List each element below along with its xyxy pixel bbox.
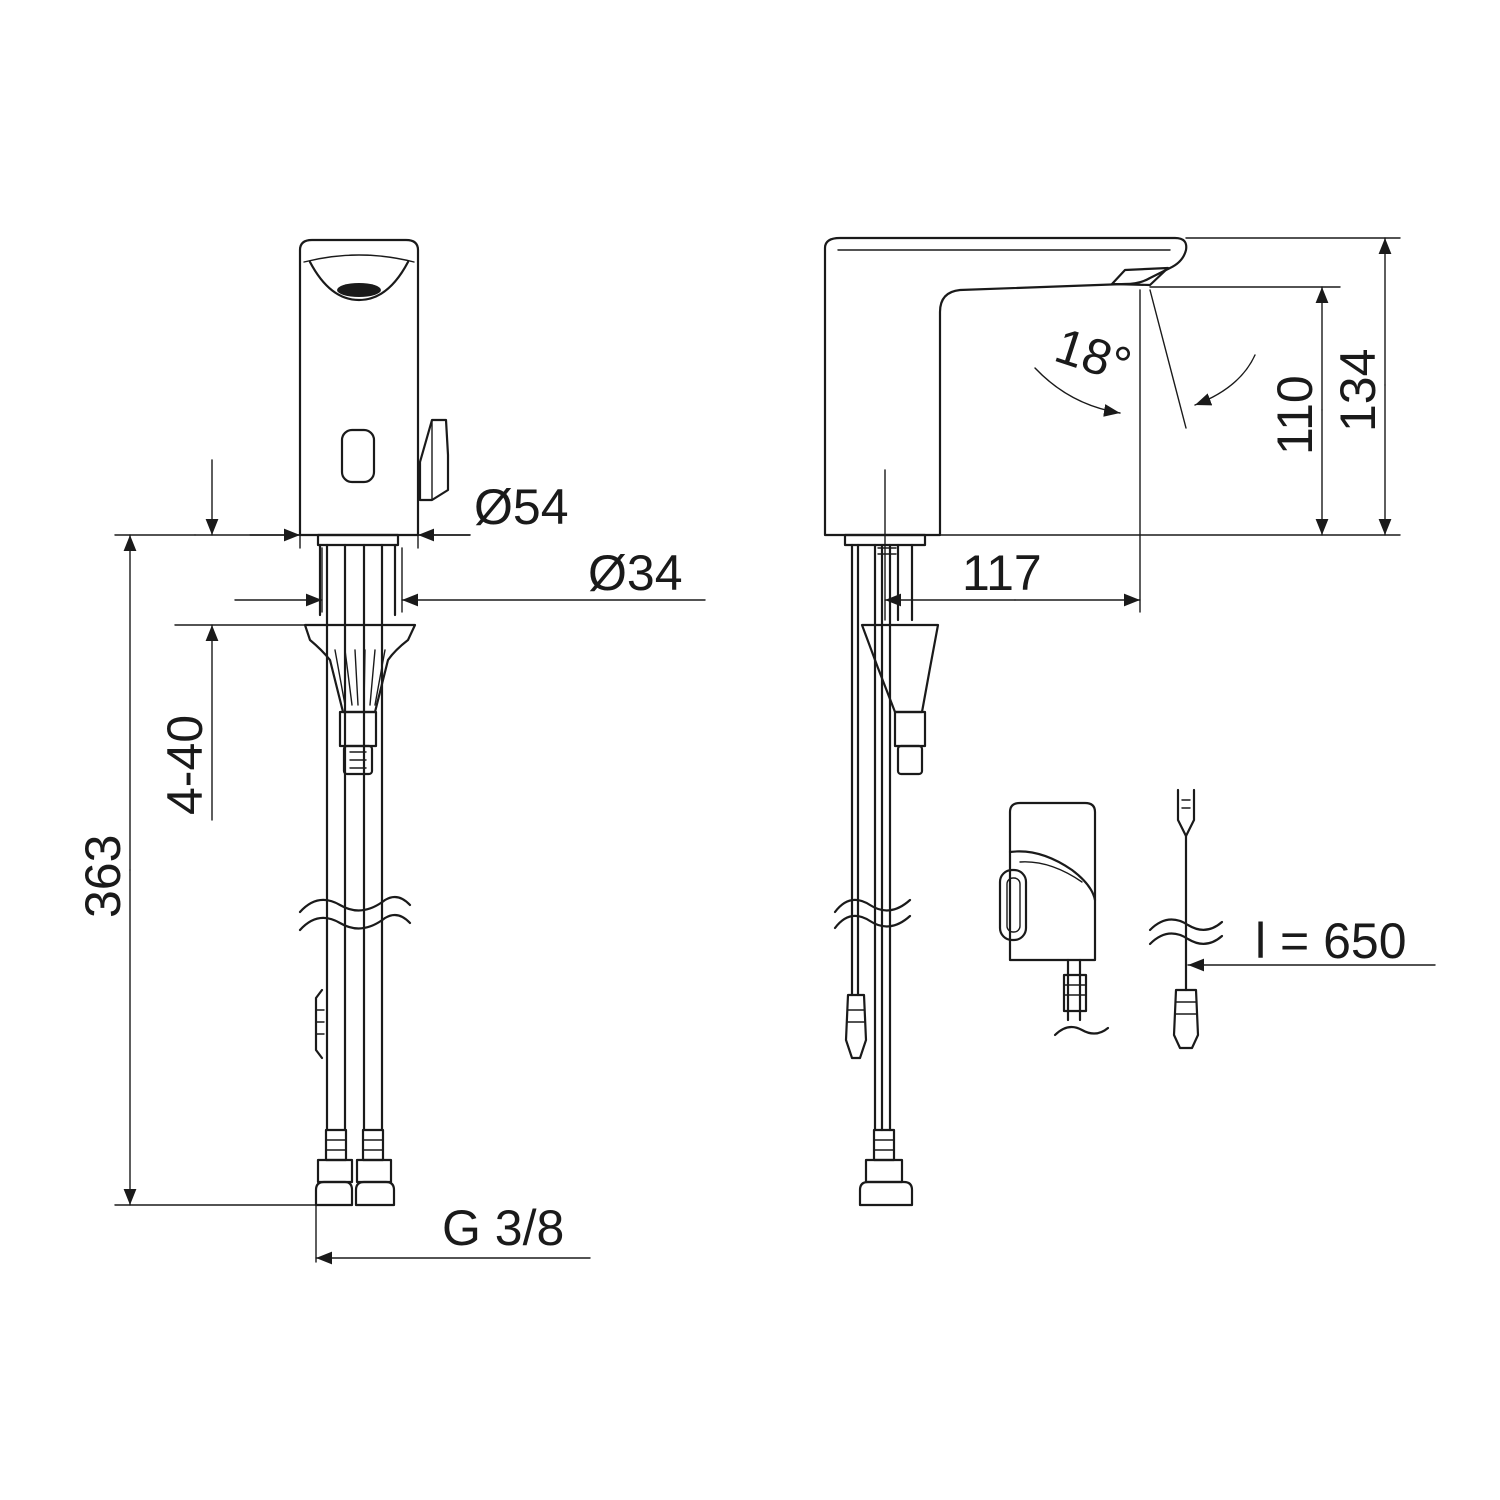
dim-total-height-label: 363 [75, 835, 131, 918]
power-cable [1148, 788, 1224, 1050]
dim-cable-length: l = 650 [1187, 913, 1436, 972]
hose-fittings [314, 1128, 396, 1207]
side-aerator [1110, 266, 1170, 287]
dim-spout-height: 110 [939, 286, 1401, 536]
dim-spout-height-label: 110 [1267, 375, 1323, 455]
control-box-window [998, 868, 1028, 942]
side-hoses [843, 469, 927, 1132]
side-view: 117 18° 110 134 [823, 236, 1401, 1207]
dim-thread: G 3/8 [315, 1200, 591, 1265]
aerator-outlet [337, 283, 381, 297]
front-faucet-body [298, 238, 420, 537]
dim-spout-reach-label: 117 [962, 545, 1042, 601]
dim-outer-diameter-label: Ø54 [474, 479, 569, 535]
front-view: Ø54 Ø34 4-40 363 G [75, 238, 706, 1265]
dim-thread-label: G 3/8 [442, 1200, 564, 1256]
power-cable-plug [1172, 988, 1200, 1050]
front-cap-arc [308, 260, 410, 302]
side-cable-connector [844, 993, 868, 1060]
dim-inner-diameter-label: Ø34 [588, 545, 683, 601]
dim-overall-height-label: 134 [1330, 349, 1386, 432]
mounting-flange [303, 623, 417, 714]
front-cap-line [303, 254, 415, 263]
dim-overall-height: 134 [1185, 237, 1401, 536]
sensor-window [340, 428, 376, 484]
side-mounting-flange [860, 623, 940, 714]
dim-deck-thickness-label: 4-40 [157, 715, 213, 815]
dim-outer-diameter: Ø54 [249, 479, 569, 549]
dim-spout-reach: 117 [884, 289, 1141, 613]
dim-total-height: 363 [75, 534, 317, 1206]
dim-spout-angle-label: 18° [1049, 317, 1138, 394]
dim-inner-diameter: Ø34 [234, 545, 706, 613]
side-break-symbol [833, 898, 912, 914]
control-box [998, 801, 1110, 1037]
front-break-symbol [298, 895, 412, 914]
front-hoses [316, 533, 400, 1132]
temperature-lever [418, 418, 450, 502]
dim-deck-thickness: 4-40 [157, 459, 306, 821]
dim-spout-angle: 18° [1034, 289, 1256, 429]
side-faucet-body [823, 236, 1188, 537]
dim-cable-length-label: l = 650 [1255, 913, 1407, 969]
